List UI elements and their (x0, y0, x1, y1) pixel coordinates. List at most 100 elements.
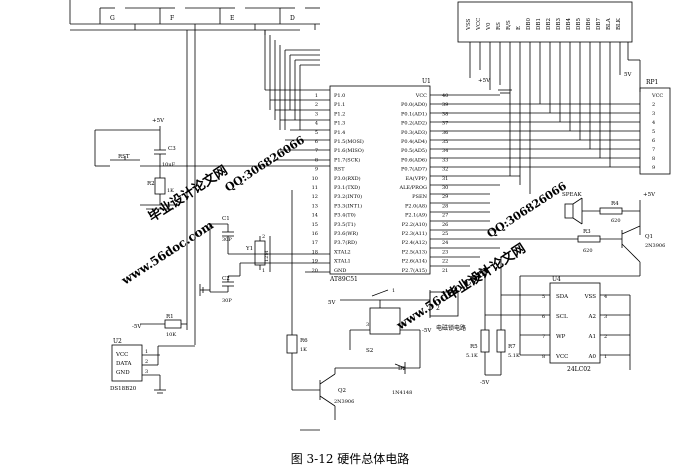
mcu-pin-number: 32 (442, 167, 448, 173)
mcu-pin-number: 40 (442, 93, 448, 99)
mcu-pin-name: P3.3(INT1) (334, 202, 362, 209)
watermark-qq: QQ:306826066 (485, 179, 570, 240)
mcu-pin-number: 28 (442, 203, 448, 209)
mcu-pin-number: 37 (442, 121, 448, 127)
mcu-pin-name: P3.0(RXD) (334, 175, 361, 182)
c2-ref: C2 (222, 276, 230, 282)
eeprom-pin-name: VSS (584, 294, 597, 300)
lcd-pin-label: BLK (616, 17, 622, 30)
sensor-line-label: GND (116, 370, 130, 376)
mcu-pin-name: P3.1(TXD) (334, 184, 360, 191)
mcu-part: AT89C51 (329, 276, 358, 283)
c3-ref: C3 (168, 146, 176, 152)
power-5v-label: 5V (328, 300, 336, 306)
mcu-pin-number: 17 (312, 240, 318, 246)
power-vneg-label: -5V (132, 324, 142, 330)
rst-label: RST (118, 154, 130, 160)
r7-ref: R7 (508, 344, 516, 350)
rp1-pin-label: 2 (652, 102, 655, 108)
mcu-pin-number: 39 (442, 102, 448, 108)
d2-value: 1N4148 (392, 390, 412, 396)
q1-value: 2N3906 (645, 243, 665, 249)
mcu-pin-name: P1.5(MOSI) (334, 138, 364, 145)
lcd-pin-label: DB2 (546, 18, 552, 30)
watermark-qq: QQ:306826066 (223, 133, 308, 194)
power-5v-label: 5V (624, 72, 632, 78)
mcu-pin-name: P3.2(INT0) (334, 193, 362, 200)
mcu-pin-name: P2.2(A10) (402, 221, 427, 228)
mcu-pin-name: VCC (415, 93, 427, 99)
mcu-pin-name: P2.0(A8) (405, 202, 427, 209)
mcu-pin-number: 35 (442, 139, 448, 145)
mcu-pin-number: 15 (312, 222, 318, 228)
mcu-pin-number: 20 (312, 268, 318, 274)
mcu-pin-name: P2.4(A12) (402, 239, 427, 246)
mcu-pin-number: 34 (442, 148, 448, 154)
r6-ref: R6 (300, 338, 308, 344)
mcu-pin-number: 4 (315, 121, 318, 127)
r2-value: 1K (167, 188, 174, 194)
rp1-pin-label: VCC (651, 93, 663, 99)
mcu-pin-number: 3 (315, 111, 318, 117)
eeprom-pin-name: A0 (588, 354, 597, 360)
lcd-pin-label: DB1 (536, 18, 542, 30)
r1-ref: R1 (166, 314, 174, 320)
mcu-pin-number: 16 (312, 231, 318, 237)
mcu-pin-name: P1.0 (334, 93, 345, 99)
sensor-part: DS18B20 (110, 386, 137, 392)
sensor-pin-number: 2 (145, 359, 148, 365)
mcu-pin-number: 30 (442, 185, 448, 191)
mcu-pin-number: 19 (312, 259, 318, 265)
crystal-pin-number: 1 (262, 268, 265, 274)
eeprom-part: 24LC02 (567, 366, 591, 373)
mcu-pin-number: 14 (312, 213, 318, 219)
key-label-e: E (230, 15, 234, 22)
mcu-pin-name: EA(VPP) (405, 175, 427, 182)
c2-value: 30P (222, 298, 232, 304)
sensor-pin-number: 3 (145, 369, 148, 375)
mcu-pin-name: RST (334, 167, 345, 173)
lcd-pin-label: BLA (606, 17, 612, 30)
relay-pin-number: 4 (402, 322, 405, 328)
eeprom-pin-name: A2 (588, 314, 596, 320)
eeprom-pin-name: SCL (556, 314, 568, 320)
mcu-pin-name: P0.6(AD6) (401, 156, 427, 163)
mcu-pin-name: P3.4(T0) (334, 212, 356, 219)
mcu-pin-number: 29 (442, 194, 448, 200)
power-vcc-label: +5V (152, 118, 165, 124)
lcd-pin-label: DB0 (526, 18, 532, 30)
mcu-pin-number: 26 (442, 222, 448, 228)
lcd-pin-label: DB3 (556, 18, 562, 30)
mcu-pin-name: P2.6(A14) (402, 258, 427, 265)
mcu-pin-number: 38 (442, 111, 448, 117)
sensor-line-label: VCC (115, 352, 128, 358)
mcu-pin-name: P0.2(AD2) (401, 120, 427, 127)
eeprom-pin-number: 7 (542, 334, 545, 340)
r7-value: 5.1K (508, 353, 520, 359)
mcu-pin-name: GND (334, 268, 346, 274)
relay-circuit-label: 电磁锁电路 (436, 324, 466, 332)
rp1-pin-label: 7 (652, 147, 655, 153)
mcu-pin-number: 12 (312, 194, 318, 200)
r3-value: 620 (583, 248, 593, 254)
mcu-pin-name: P0.0(AD0) (401, 101, 427, 108)
watermark-url: www.56doc.com (118, 218, 216, 288)
q2-ref: Q2 (338, 388, 346, 394)
lcd-pin-label: DB5 (576, 18, 582, 30)
r4-ref: R4 (611, 201, 619, 207)
lcd-pin-label: VSS (466, 18, 472, 31)
mcu-pin-number: 5 (315, 130, 318, 136)
d2-ref: D2 (398, 366, 406, 372)
lcd-pin-label: V0 (486, 22, 492, 31)
speaker-label: SPEAK (562, 192, 582, 198)
lcd-pin-label: DB6 (586, 18, 592, 30)
mcu-pin-name: XTAL1 (334, 259, 351, 265)
mcu-pin-number: 21 (442, 268, 448, 274)
lcd-pin-label: VCC (476, 18, 482, 31)
mcu-pin-name: P0.1(AD1) (401, 110, 427, 117)
mcu-pin-name: P2.5(A13) (402, 248, 427, 255)
sensor-ref: U2 (113, 338, 122, 345)
y1-value: 12M (264, 251, 270, 262)
sensor-pin-number: 1 (145, 349, 148, 355)
